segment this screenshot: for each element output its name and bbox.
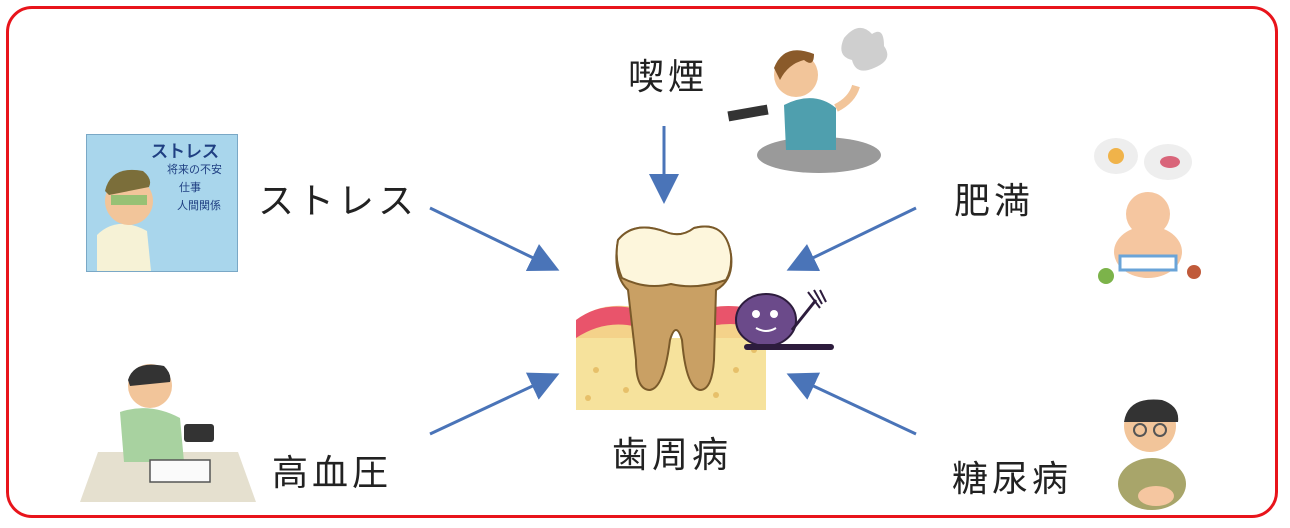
stress-poster-line-1: 将来の不安 bbox=[167, 163, 222, 176]
label-diabetes: 糖尿病 bbox=[952, 459, 1073, 500]
label-stress: ストレス bbox=[258, 181, 419, 222]
label-periodontal-disease: 歯周病 bbox=[612, 435, 733, 476]
arrow-obesity bbox=[786, 206, 917, 272]
label-high-blood-pressure: 高血圧 bbox=[272, 453, 393, 494]
arrow-stress bbox=[429, 206, 560, 272]
stress-poster-line-2: 仕事 bbox=[179, 181, 201, 194]
label-obesity: 肥満 bbox=[954, 181, 1035, 222]
stressed-man-icon bbox=[97, 169, 153, 271]
smoking-person-illustration bbox=[727, 27, 888, 173]
diabetes-person-illustration bbox=[1118, 399, 1186, 510]
stress-poster-line-3: 人間関係 bbox=[177, 199, 221, 212]
arrow-diabetes bbox=[786, 372, 917, 436]
stress-poster: ストレス 将来の不安 仕事 人間関係 bbox=[86, 134, 238, 272]
arrow-hbp bbox=[429, 372, 560, 436]
obese-person-illustration bbox=[1094, 138, 1201, 284]
stress-poster-title: ストレス bbox=[151, 142, 219, 162]
blood-pressure-person-illustration bbox=[80, 364, 256, 502]
label-smoking: 喫煙 bbox=[628, 57, 709, 98]
tooth-gum-illustration bbox=[576, 225, 834, 410]
bacteria-icon bbox=[735, 289, 834, 350]
